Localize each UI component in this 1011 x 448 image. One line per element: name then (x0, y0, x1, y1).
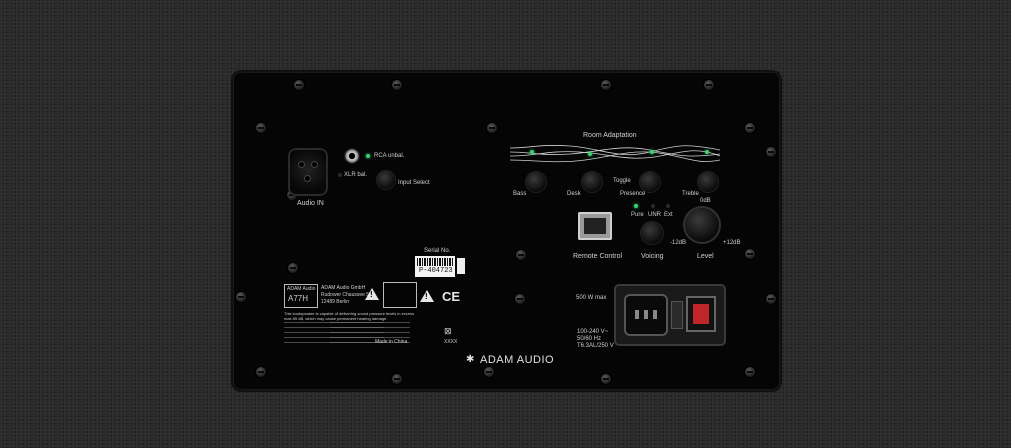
screw (288, 263, 298, 273)
rca-unbal-label: RCA unbal. (374, 153, 405, 159)
voicing-button[interactable] (641, 222, 663, 244)
eq-curves-graphic (510, 145, 720, 163)
small-sticker (457, 258, 465, 274)
voicing-led-ext (666, 204, 670, 208)
level-label: Level (697, 253, 714, 260)
room-adaptation-title: Room Adaptation (583, 132, 637, 139)
screw (294, 80, 304, 90)
rca-input-jack[interactable] (344, 148, 360, 164)
level-max-label: +12dB (723, 240, 741, 246)
screw (392, 80, 402, 90)
screw (484, 367, 494, 377)
input-select-button[interactable] (377, 171, 395, 189)
power-inlet[interactable] (626, 296, 666, 334)
toggle-label: Toggle (613, 178, 631, 184)
warning-line-2: max 85 dB, which may cause permanent hea… (284, 316, 388, 321)
power-fuse-rating: T6.3AL/250 V (577, 343, 614, 349)
weee-bin-icon: ⊠ (444, 326, 452, 336)
power-module (616, 286, 724, 344)
presence-knob[interactable] (640, 172, 660, 192)
level-knob[interactable] (685, 208, 719, 242)
screw (487, 123, 497, 133)
serial-number: P-404723 (419, 267, 453, 275)
screw (516, 250, 526, 260)
brand-name: ADAM AUDIO (480, 354, 555, 366)
screw (287, 190, 297, 200)
screw (236, 292, 246, 302)
brand-model-box (284, 284, 318, 308)
level-min-label: -12dB (670, 240, 687, 246)
treble-label: Treble (682, 191, 699, 197)
xlr-bal-label: XLR bal. (344, 172, 368, 178)
warning-line-1: This loudspeaker is capable of deliverin… (284, 311, 415, 316)
screw (766, 147, 776, 157)
label-address1: Rudower Chaussee 50 (321, 292, 372, 298)
screw (601, 374, 611, 384)
caution-box (383, 282, 417, 308)
remote-control-label: Remote Control (573, 253, 623, 260)
room-led-1 (530, 150, 534, 154)
screw (601, 80, 611, 90)
room-led-2 (588, 152, 592, 156)
desk-label: Desk (567, 191, 581, 197)
warning-triangle-icon (420, 290, 434, 302)
label-brand: ADAM Audio (287, 286, 316, 292)
ce-mark-icon: CE (442, 289, 461, 304)
bass-knob[interactable] (526, 172, 546, 192)
screw (256, 123, 266, 133)
serial-label: Serial No. (424, 248, 451, 254)
xlr-led (338, 173, 342, 177)
voicing-ext-label: Ext (664, 212, 673, 218)
serial-sticker: P-404723 (415, 256, 455, 277)
desk-knob[interactable] (582, 172, 602, 192)
xlr-input-jack[interactable] (290, 150, 326, 194)
power-voltage: 100-240 V~ (577, 329, 609, 335)
voicing-pure-label: Pure (631, 212, 644, 218)
room-led-3 (650, 150, 654, 154)
screw (766, 294, 776, 304)
power-frequency: 50/60 Hz (577, 336, 602, 342)
voicing-led-pure (634, 204, 638, 208)
remote-control-port[interactable] (578, 212, 612, 240)
fuse-holder[interactable] (672, 302, 682, 328)
room-led-4 (705, 150, 709, 154)
screw (745, 123, 755, 133)
screw (515, 294, 525, 304)
label-company: ADAM Audio GmbH (321, 285, 366, 291)
input-select-label: Input Select (398, 180, 430, 186)
screw (256, 367, 266, 377)
level-0db-label: 0dB (700, 198, 711, 204)
audio-in-label: Audio IN (297, 200, 324, 207)
label-address2: 12489 Berlin (321, 299, 350, 305)
screw (745, 249, 755, 259)
label-code: XXXX (444, 339, 458, 345)
power-switch[interactable] (688, 298, 714, 330)
voicing-label: Voicing (641, 253, 664, 260)
treble-knob[interactable] (698, 172, 718, 192)
screw (392, 374, 402, 384)
bass-label: Bass (513, 191, 527, 197)
warning-triangle-icon (365, 288, 379, 300)
voicing-led-unr (651, 204, 655, 208)
screw (745, 367, 755, 377)
screw (704, 80, 714, 90)
presence-label: Presence (620, 191, 646, 197)
fine-print-block (330, 322, 410, 344)
voicing-unr-label: UNR (648, 212, 661, 218)
label-model: A77H (288, 294, 309, 303)
rca-led (366, 154, 370, 158)
power-max-label: 500 W max (576, 295, 607, 301)
made-in-label: Made in China (375, 339, 408, 345)
adam-logo-icon: ✱ (466, 354, 475, 365)
